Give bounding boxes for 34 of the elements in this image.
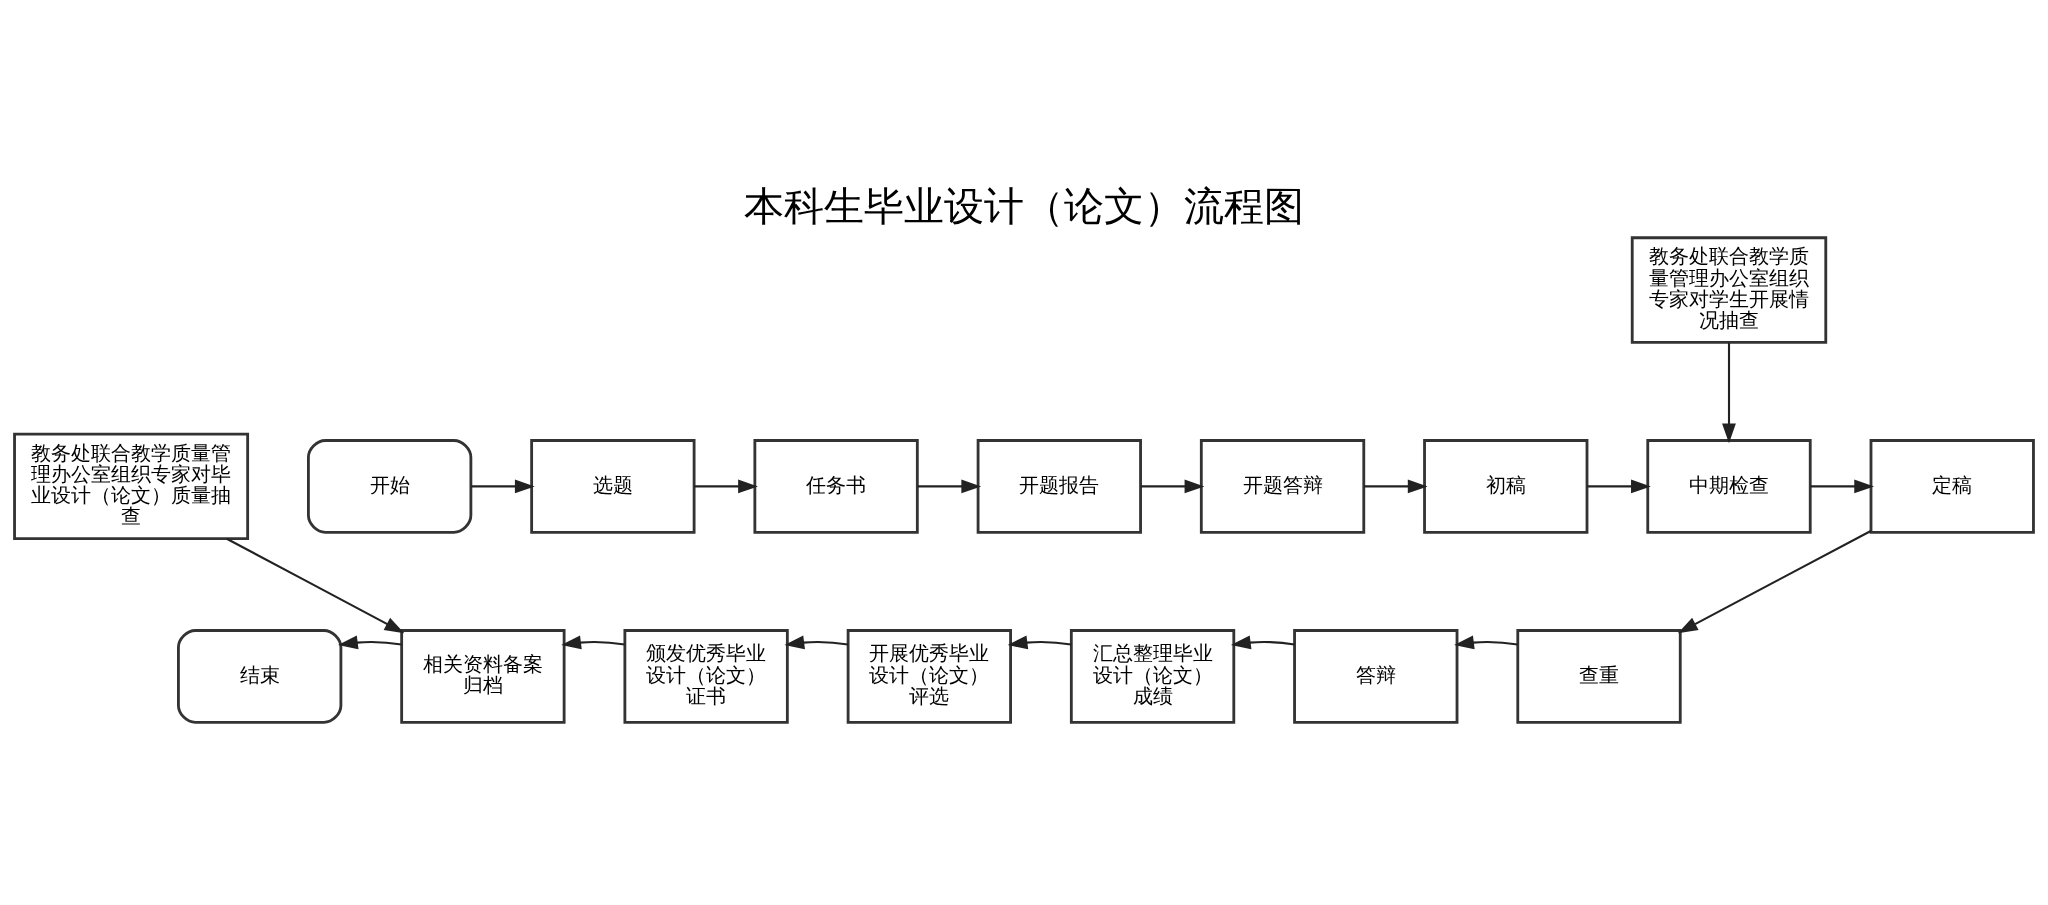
arrow [1810,479,1875,494]
node-box: 教务处联合教学质量管理办公室组织专家对毕业设计（论文）质量抽查 [13,432,250,541]
node-box: 任务书 [753,439,919,534]
arrow [561,635,625,650]
node-box: 初稿 [1423,439,1589,534]
node-box: 相关资料备案归档 [400,629,566,724]
arrow [226,537,405,634]
node-box: 开展优秀毕业设计（论文）评选 [846,629,1012,724]
node-box: 答辩 [1293,629,1459,724]
node-box: 查重 [1516,629,1682,724]
arrow [1587,479,1651,494]
node-box: 开题答辩 [1199,439,1366,534]
arrow [1230,635,1295,650]
node-box: 选题 [530,439,696,534]
node-box: 中期检查 [1646,439,1812,534]
diagram-title: 本科生毕业设计（论文）流程图 [744,182,1304,229]
node-box: 开题报告 [976,439,1142,534]
arrow [1140,479,1205,494]
node-box: 定稿 [1869,439,2035,534]
arrow [1007,635,1072,650]
arrow [471,479,535,494]
node-box: 颁发优秀毕业设计（论文）证书 [623,629,789,724]
arrow [694,479,758,494]
arrow [784,635,849,650]
arrow [338,635,402,650]
node-box: 汇总整理毕业设计（论文）成绩 [1069,629,1236,724]
node-box: 教务处联合教学质量管理办公室组织专家对学生开展情况抽查 [1630,236,1828,344]
node-box: 结束 [177,629,343,724]
arrow [1364,479,1428,494]
arrow [1722,342,1736,444]
node-box: 开始 [307,439,473,534]
arrow [917,479,982,494]
arrow [1454,635,1518,650]
arrow [1677,530,1872,634]
